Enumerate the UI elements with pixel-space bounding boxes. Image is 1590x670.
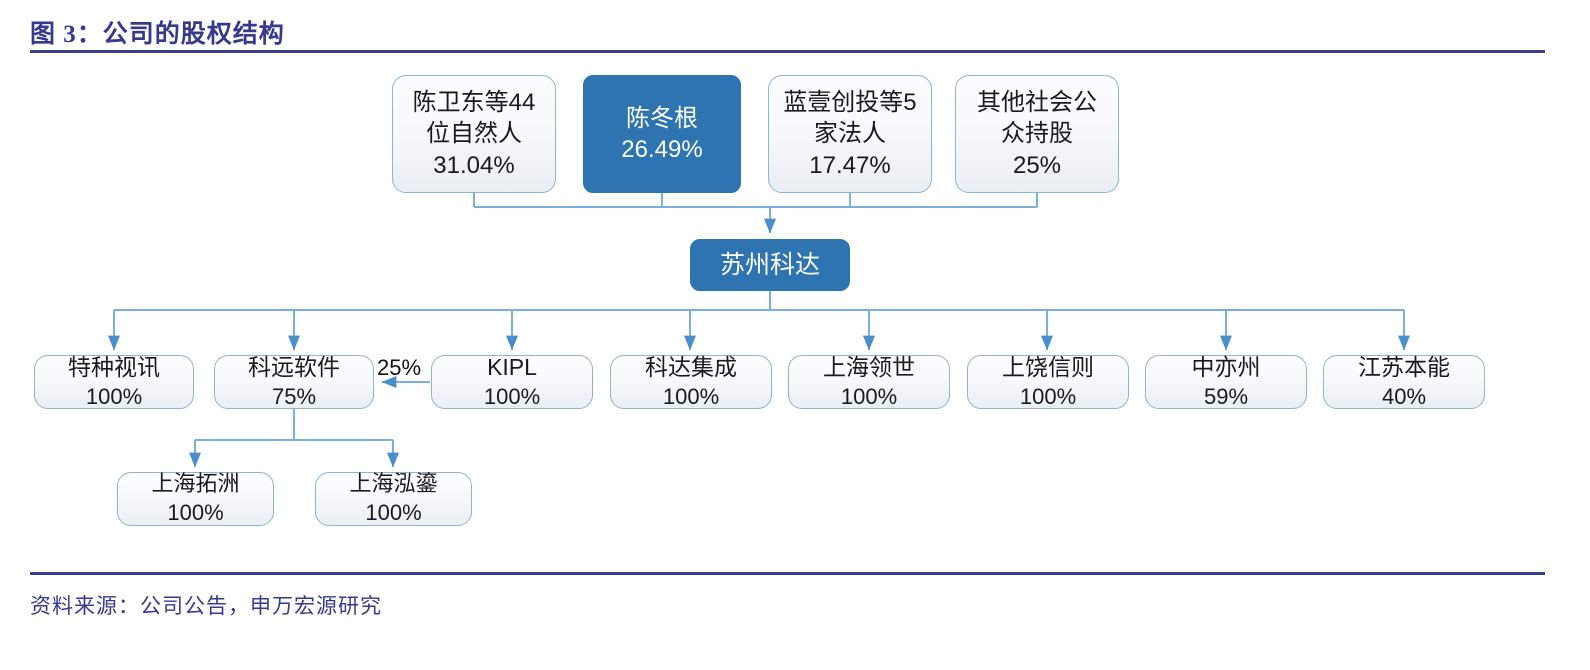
subsidiary-node-6[interactable]: 上饶信则 100% (967, 353, 1129, 409)
node-percent: 100% (483, 383, 541, 409)
parent-company-node[interactable]: 苏州科达 (690, 239, 850, 291)
node-label: 科达集成 (645, 353, 737, 380)
node-percent: 100% (365, 500, 422, 525)
node-percent: 100% (167, 500, 224, 525)
node-label: 苏州科达 (719, 250, 820, 279)
node-percent: 100% (840, 383, 898, 409)
node-percent: 17.47% (809, 151, 891, 179)
source-divider-rule (30, 572, 1545, 575)
node-label: 蓝壹创投等5 家法人 (783, 89, 917, 148)
node-label: 陈卫东等44 位自然人 (412, 89, 536, 148)
sub-subsidiary-node-2[interactable]: 上海泓鎏 100% (315, 471, 472, 526)
subsidiary-node-5[interactable]: 上海领世 100% (788, 353, 950, 409)
node-label: 陈冬根 (626, 104, 698, 132)
node-percent: 75% (271, 383, 317, 409)
node-label: 上海泓鎏 (349, 471, 438, 497)
subsidiary-node-8[interactable]: 江苏本能 40% (1323, 353, 1485, 409)
shareholder-node-4[interactable]: 其他社会公 众持股 25% (955, 75, 1119, 193)
subsidiary-node-3[interactable]: KIPL 100% (431, 353, 593, 409)
node-percent: 100% (85, 383, 143, 409)
subsidiary-node-1[interactable]: 特种视讯 100% (34, 353, 194, 409)
node-percent: 100% (1019, 383, 1077, 409)
node-label: 特种视讯 (68, 353, 160, 380)
shareholder-node-1[interactable]: 陈卫东等44 位自然人 31.04% (392, 75, 556, 193)
node-label: 中亦州 (1191, 353, 1261, 380)
sub-subsidiary-node-1[interactable]: 上海拓洲 100% (117, 471, 274, 526)
node-label: 其他社会公 众持股 (977, 89, 1097, 148)
shareholder-node-3[interactable]: 蓝壹创投等5 家法人 17.47% (768, 75, 932, 193)
edge-label-kipl-to-keyuan: 25% (377, 355, 422, 380)
subsidiary-node-7[interactable]: 中亦州 59% (1145, 353, 1307, 409)
node-percent: 59% (1203, 383, 1249, 409)
node-label: KIPL (487, 353, 537, 380)
node-percent: 26.49% (621, 136, 703, 163)
title-divider-rule (30, 50, 1545, 53)
node-percent: 25% (1012, 151, 1062, 179)
subsidiary-node-2[interactable]: 科远软件 75% (214, 353, 374, 409)
node-label: 上饶信则 (1002, 353, 1094, 380)
subsidiary-node-4[interactable]: 科达集成 100% (610, 353, 772, 409)
node-label: 上海拓洲 (151, 471, 240, 497)
node-label: 科远软件 (248, 353, 340, 380)
node-percent: 100% (662, 383, 720, 409)
node-percent: 40% (1381, 383, 1427, 409)
node-label: 上海领世 (823, 353, 915, 380)
shareholder-node-2[interactable]: 陈冬根 26.49% (583, 75, 741, 193)
node-label: 江苏本能 (1358, 353, 1450, 380)
source-note: 资料来源：公司公告，申万宏源研究 (30, 594, 382, 618)
node-percent: 31.04% (433, 151, 515, 179)
page-title: 图 3：公司的股权结构 (30, 21, 285, 48)
